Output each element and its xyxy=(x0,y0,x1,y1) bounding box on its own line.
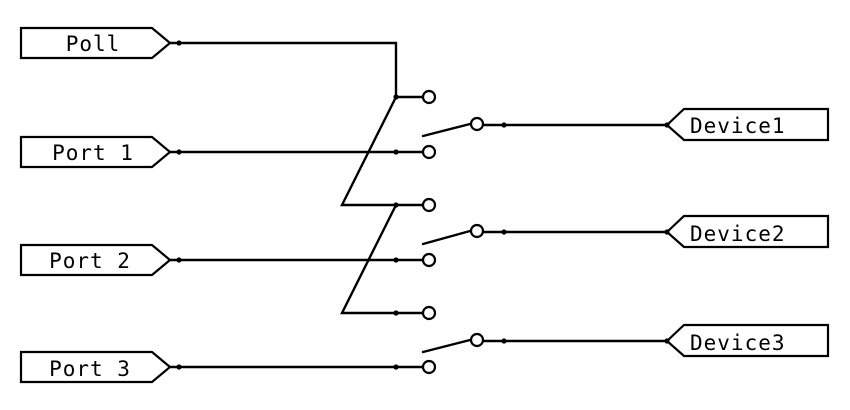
junction-dot xyxy=(393,94,399,100)
output-port-device2: Device2 xyxy=(665,214,830,249)
switch-input-contact xyxy=(421,144,437,160)
port-label-2: Port 2 xyxy=(49,249,131,273)
port-label-device1: Device1 xyxy=(690,114,786,138)
input-port-1: Port 1 xyxy=(19,135,172,169)
input-port-2: Port 2 xyxy=(19,243,172,277)
junction-dot xyxy=(393,257,399,263)
junction-dot xyxy=(501,338,507,344)
switch-common-contact xyxy=(469,332,485,348)
output-port-device3: Device3 xyxy=(665,323,830,358)
switch-control-contact xyxy=(421,197,437,213)
port-connector-shape xyxy=(19,350,172,384)
output-port-device1: Device1 xyxy=(665,107,830,142)
switch-common-contact xyxy=(469,116,485,132)
junction-dot xyxy=(393,149,399,155)
port-connector-shape xyxy=(665,214,830,249)
input-port-3: Port 3 xyxy=(19,350,172,384)
junction-dot xyxy=(664,338,670,344)
junction-dot xyxy=(176,364,182,370)
switch-1 xyxy=(421,89,669,160)
port-label-1: Port 1 xyxy=(52,141,134,165)
junction-dot xyxy=(176,40,182,46)
port-connector-shape xyxy=(19,135,172,169)
junction-dots xyxy=(176,40,670,370)
port-label-device3: Device3 xyxy=(690,331,786,355)
junction-dot xyxy=(393,202,399,208)
junction-dot xyxy=(501,229,507,235)
switch-input-contact xyxy=(421,252,437,268)
junction-dot xyxy=(393,310,399,316)
input-port-poll: Poll xyxy=(19,26,172,60)
port-connector-shape xyxy=(665,323,830,358)
junction-dot xyxy=(393,364,399,370)
port-label-device2: Device2 xyxy=(690,222,786,246)
port-connector-shape xyxy=(665,107,830,142)
switch-2 xyxy=(421,197,669,268)
switch-control-contact xyxy=(421,89,437,105)
switch-blade xyxy=(421,122,472,138)
switch-common-contact xyxy=(469,223,485,239)
port-label-3: Port 3 xyxy=(49,357,131,381)
port-connector-shape xyxy=(19,26,172,60)
junction-dot xyxy=(176,257,182,263)
junction-dot xyxy=(664,122,670,128)
junction-dot xyxy=(176,149,182,155)
junction-dot xyxy=(501,122,507,128)
junction-dot xyxy=(664,229,670,235)
port-label-poll: Poll xyxy=(66,32,121,56)
switch-control-contact xyxy=(421,305,437,321)
switch-blade xyxy=(421,338,472,354)
wire-poll xyxy=(168,41,424,99)
switch-blade xyxy=(421,229,472,246)
port-connector-shape xyxy=(19,243,172,277)
switch-3 xyxy=(421,305,669,375)
switch-input-contact xyxy=(421,359,437,375)
